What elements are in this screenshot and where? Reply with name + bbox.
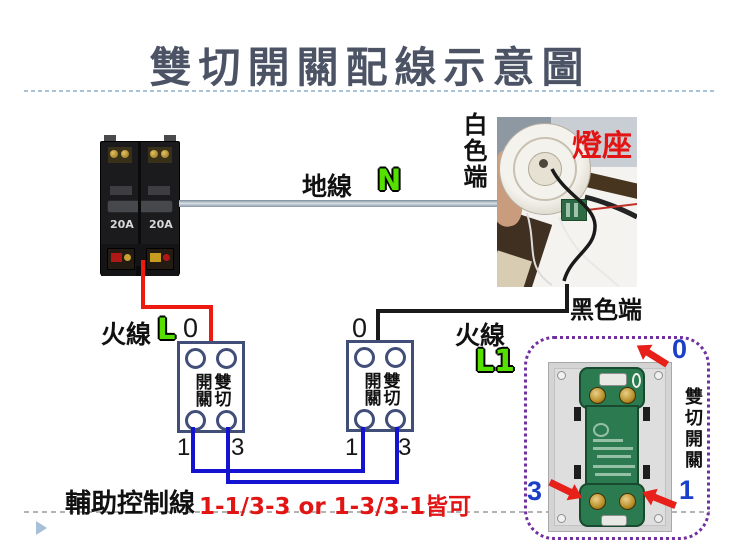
terminal-screw — [589, 387, 606, 404]
switch-logo — [593, 423, 609, 437]
blue-wire-segment — [191, 469, 365, 473]
blue-wire-segment — [226, 427, 230, 484]
photo-terminal-3-label: 3 — [527, 476, 543, 506]
black-wire-segment — [376, 309, 569, 313]
right-switch-terminal-1-label: 1 — [345, 434, 359, 461]
breaker-spec-plate — [110, 186, 132, 195]
red-wire-segment — [141, 260, 145, 309]
white-end-label: 白色端 — [459, 112, 487, 190]
neutral-wire — [179, 200, 497, 207]
plate-screw — [557, 514, 566, 523]
plate-screw — [654, 371, 663, 380]
left-switch-terminal-0-label: 0 — [183, 313, 199, 343]
breaker-bottom-terminal — [107, 248, 135, 270]
blue-wire-segment — [191, 427, 195, 473]
switch-embossed-text — [593, 465, 635, 468]
switch-side-clip — [574, 407, 581, 421]
switch-side-clip — [643, 465, 650, 479]
breaker-pole-divider — [138, 142, 141, 276]
footer-divider — [24, 511, 710, 513]
terminal-circle — [216, 348, 237, 369]
photo-wires — [526, 168, 637, 287]
lamp-holder-caption: 燈座 — [572, 129, 632, 164]
live-wire-right-label: 火線 — [455, 321, 506, 350]
breaker-rating-left: 20A — [110, 218, 134, 231]
right-switch-terminal-0-label: 0 — [352, 313, 368, 343]
switch-slot — [601, 515, 627, 526]
photo-terminal-0-label: 0 — [672, 334, 688, 364]
breaker-top-terminal — [148, 147, 172, 163]
black-wire-segment — [565, 284, 569, 313]
terminal-block — [561, 199, 587, 221]
arrow-to-terminal-3-icon — [546, 474, 586, 506]
terminal-circle — [185, 410, 206, 431]
page-title: 雙切開關配線示意圖 — [149, 43, 591, 92]
switch-inner-label: 開關 雙切 — [180, 373, 242, 407]
switch-inner-label: 開關 雙切 — [349, 372, 411, 406]
red-wire-segment — [209, 305, 213, 342]
arrow-to-terminal-0-icon — [632, 338, 672, 372]
switch-slot — [599, 373, 627, 386]
aux-wire-note: 1-1/3-3 or 1-3/3-1皆可 — [199, 494, 472, 520]
switch-bottom-cap — [579, 483, 645, 527]
breaker-body: 20A 20A — [100, 141, 180, 276]
dual-switch-caption: 雙切開關 — [682, 387, 703, 471]
terminal-circle — [354, 347, 375, 368]
terminal-screw — [619, 387, 636, 404]
terminal-circle — [385, 347, 406, 368]
switch-photo-callout — [524, 336, 710, 540]
switch-embossed-text — [597, 455, 631, 458]
breaker-bottom-terminal — [146, 248, 174, 270]
switch-body — [585, 405, 639, 485]
switch-label-col: 雙切 — [379, 372, 400, 406]
breaker-bottom-tab — [136, 266, 144, 276]
blue-wire-segment — [361, 427, 365, 473]
live-wire-right-code: L1 — [475, 344, 515, 379]
switch-embossed-text — [593, 439, 623, 442]
terminal-screw — [619, 493, 636, 510]
slide-corner-arrow-icon — [36, 521, 47, 535]
switch-embossed-text — [593, 447, 633, 450]
right-switch-terminal-3-label: 3 — [398, 434, 412, 461]
breaker-top-terminal — [108, 147, 132, 163]
blue-wire-segment — [395, 427, 399, 484]
plate-screw — [557, 371, 566, 380]
plate-screw — [654, 514, 663, 523]
live-wire-left-label: 火線 — [101, 320, 152, 349]
breaker-rating-right: 20A — [149, 218, 173, 231]
black-end-label: 黑色端 — [570, 296, 642, 324]
aux-wire-label: 輔助控制線 — [65, 489, 196, 519]
red-wire-segment — [141, 305, 213, 309]
switch-back-photo — [548, 362, 672, 532]
terminal-circle — [185, 348, 206, 369]
switch-side-clip — [643, 407, 650, 421]
ground-wire-label: 地線 — [302, 172, 353, 201]
right-switch-diagram: 開關 雙切 — [346, 340, 414, 432]
terminal-screw — [589, 493, 606, 510]
switch-label-col: 雙切 — [210, 373, 231, 407]
black-wire-segment — [376, 309, 380, 342]
photo-terminal-1-label: 1 — [679, 475, 695, 505]
switch-side-clip — [574, 465, 581, 479]
left-switch-terminal-1-label: 1 — [177, 434, 191, 461]
title-divider — [24, 90, 716, 92]
left-switch-diagram: 開關 雙切 — [177, 341, 245, 433]
blue-wire-segment — [226, 480, 399, 484]
breaker-spec-plate — [148, 186, 170, 195]
terminal-0-hole — [632, 373, 641, 388]
switch-label-col: 開關 — [360, 372, 381, 406]
switch-top-cap — [579, 367, 645, 409]
left-switch-terminal-3-label: 3 — [231, 434, 245, 461]
arrow-to-terminal-1-icon — [639, 484, 679, 514]
circuit-breaker-photo: 20A 20A — [100, 133, 180, 276]
ground-wire-code: N — [377, 163, 402, 197]
switch-label-col: 開關 — [191, 373, 212, 407]
switch-embossed-text — [595, 473, 631, 476]
lamp-holder-photo: 燈座 — [497, 117, 637, 287]
live-wire-left-code: L — [157, 312, 176, 346]
lamp-holder-socket — [539, 159, 548, 168]
